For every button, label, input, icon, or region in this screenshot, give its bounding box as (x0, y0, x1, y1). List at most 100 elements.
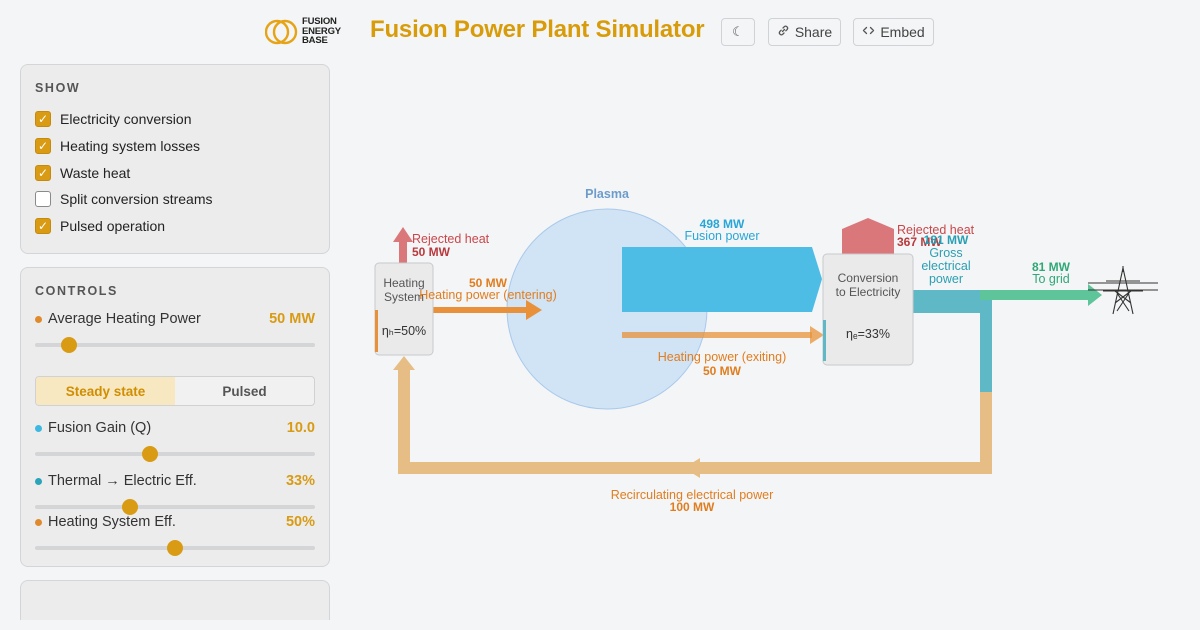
checkbox[interactable]: ✓ (35, 138, 51, 154)
theme-toggle-button[interactable]: ☾ (721, 18, 755, 46)
embed-button[interactable]: Embed (853, 18, 934, 46)
to-grid-label: To grid (1032, 272, 1070, 286)
gross-power-line2: electrical (921, 259, 970, 273)
recirc-arrow-head (393, 356, 415, 370)
operation-mode-toggle: Steady state Pulsed (35, 376, 315, 406)
option-label: Waste heat (60, 165, 131, 181)
checkbox[interactable]: ✓ (35, 218, 51, 234)
option-label: Pulsed operation (60, 218, 166, 234)
rejected-heat-left-arrow (393, 227, 413, 242)
thermal-efficiency-value: 33% (285, 473, 315, 489)
page-title: Fusion Power Plant Simulator (370, 16, 705, 43)
heating-eff-dot-icon (35, 518, 42, 526)
rejected-heat-right-label: Rejected heat (897, 223, 975, 237)
rejected-heat-right-value: 367 MW (897, 235, 942, 249)
share-button[interactable]: Share (768, 18, 841, 46)
power-flow-diagram: Heating System ηₕ=50% Conversion to Elec… (340, 170, 1200, 530)
heating-power-label: Average Heating Power (35, 311, 201, 327)
heating-exiting-arrow (810, 326, 824, 344)
heating-dot-icon (35, 315, 42, 323)
heating-efficiency-label: Heating System Eff. (35, 514, 176, 530)
conversion-line2: to Electricity (836, 285, 901, 299)
fusion-power-label: Fusion power (684, 229, 759, 243)
conversion-box-accent (823, 320, 826, 361)
heating-entering-flow (433, 307, 527, 313)
flow-svg: Heating System ηₕ=50% Conversion to Elec… (374, 187, 1158, 514)
thermal-efficiency-slider[interactable] (35, 499, 315, 515)
heating-entering-arrow (526, 300, 542, 320)
rejected-heat-left-flow (399, 240, 407, 263)
option-electricity-conversion[interactable]: ✓ Electricity conversion (35, 111, 192, 127)
option-waste-heat[interactable]: ✓ Waste heat (35, 165, 130, 181)
heating-power-value: 50 MW (269, 311, 315, 327)
checkbox[interactable]: ✓ (35, 111, 51, 127)
link-icon (777, 24, 790, 40)
power-tower-icon (1088, 266, 1158, 315)
heating-system-line1: Heating (383, 276, 424, 290)
option-split-conversion-streams[interactable]: Split conversion streams (35, 191, 213, 207)
embed-label: Embed (880, 24, 925, 40)
conversion-box[interactable] (822, 253, 914, 366)
recirculating-flow (398, 368, 992, 474)
slider-handle[interactable] (122, 499, 139, 515)
share-label: Share (794, 24, 833, 40)
logo-text: FUSION ENERGY BASE (302, 16, 341, 46)
thermal-efficiency-label: Thermal → Electric Eff. (35, 473, 197, 489)
option-heating-system-losses[interactable]: ✓ Heating system losses (35, 138, 200, 154)
heating-power-slider[interactable] (35, 337, 315, 353)
rejected-heat-left-value: 50 MW (412, 245, 451, 259)
conversion-line1: Conversion (838, 271, 899, 285)
recirc-mid-arrow (684, 458, 700, 478)
heating-exiting-value: 50 MW (703, 364, 742, 378)
rejected-heat-left-label: Rejected heat (412, 232, 490, 246)
electric-down-flow (980, 290, 992, 392)
pulsed-tab[interactable]: Pulsed (222, 383, 267, 399)
rejected-heat-right-flow (842, 218, 894, 254)
heating-system-eff: ηₕ=50% (382, 324, 426, 338)
fusion-gain-slider[interactable] (35, 446, 315, 462)
option-pulsed-operation[interactable]: ✓ Pulsed operation (35, 218, 165, 234)
conversion-eff: ηₑ=33% (846, 327, 890, 341)
heating-system-box[interactable] (374, 262, 434, 356)
logo-rings-icon (265, 19, 298, 45)
gross-power-line3: power (929, 272, 963, 286)
app-header: FUSION ENERGY BASE Fusion Power Plant Si… (0, 0, 1200, 64)
plasma-label: Plasma (585, 187, 630, 201)
recirculating-label: Recirculating electrical power (611, 488, 774, 502)
fusion-dot-icon (35, 424, 42, 432)
code-icon (862, 24, 875, 40)
controls-panel-title: CONTROLS (35, 284, 118, 298)
option-label: Heating system losses (60, 138, 201, 154)
show-panel-title: SHOW (35, 81, 81, 95)
to-grid-value: 81 MW (1032, 260, 1071, 274)
controls-panel: CONTROLS Average Heating Power 50 MW Ste… (20, 267, 330, 567)
gross-power-line1: Gross (929, 246, 962, 260)
slider-handle[interactable] (60, 337, 77, 353)
slider-handle[interactable] (141, 446, 158, 462)
slider-handle[interactable] (167, 540, 183, 556)
checkbox[interactable] (35, 191, 51, 207)
heating-entering-label: Heating power (entering) (419, 288, 557, 302)
heating-efficiency-value: 50% (285, 514, 315, 530)
recirculating-value: 100 MW (670, 500, 715, 514)
fusion-gain-label: Fusion Gain (Q) (35, 420, 151, 436)
show-panel: SHOW ✓ Electricity conversion ✓ Heating … (20, 64, 330, 254)
fusion-gain-value: 10.0 (286, 420, 315, 436)
option-label: Electricity conversion (60, 111, 192, 127)
heating-exiting-flow (622, 332, 812, 338)
fusion-power-flow (622, 247, 822, 312)
additional-panel (20, 580, 330, 620)
checkbox[interactable]: ✓ (35, 165, 51, 181)
steady-state-tab[interactable]: Steady state (36, 377, 175, 405)
heating-efficiency-slider[interactable] (35, 540, 315, 556)
fusion-power-value: 498 MW (700, 217, 745, 231)
gross-electric-flow (912, 290, 992, 313)
heating-entering-value: 50 MW (469, 276, 508, 290)
heating-exiting-label: Heating power (exiting) (658, 350, 787, 364)
heating-system-line2: System (384, 290, 424, 304)
gross-power-value: 181 MW (924, 233, 969, 247)
moon-icon: ☾ (732, 24, 744, 39)
thermal-dot-icon (35, 477, 42, 485)
option-label: Split conversion streams (60, 191, 213, 207)
fusion-energy-base-logo[interactable]: FUSION ENERGY BASE (265, 16, 355, 48)
